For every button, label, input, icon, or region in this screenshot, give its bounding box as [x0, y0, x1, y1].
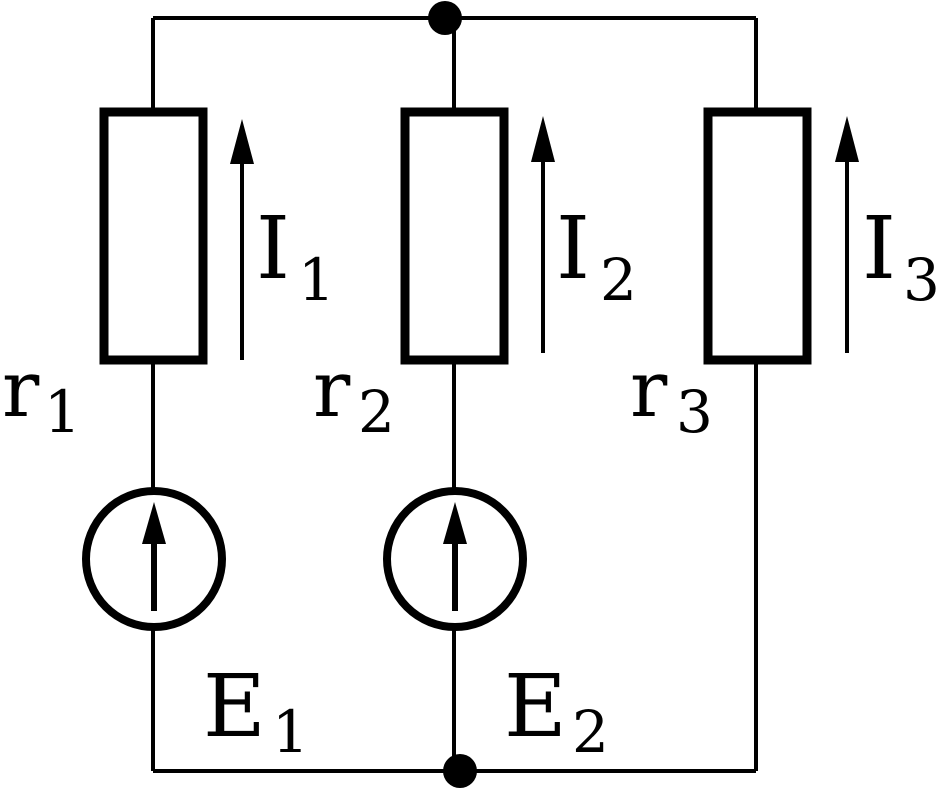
resistor-r1: [99, 107, 208, 365]
label-r3-main: r: [630, 345, 668, 435]
label-r1-main: r: [2, 345, 40, 435]
label-e2: E 2: [504, 657, 609, 766]
label-e2-sub: 2: [572, 698, 609, 766]
label-r2-sub: 2: [358, 378, 395, 446]
label-r1: r 1: [2, 345, 81, 446]
label-e1-main: E: [203, 657, 266, 757]
label-e1-sub: 1: [272, 698, 309, 766]
bottom-node: [443, 754, 477, 788]
label-r3-sub: 3: [676, 378, 713, 446]
label-r1-sub: 1: [44, 378, 81, 446]
label-r2-main: r: [313, 345, 351, 435]
label-i1-main: I: [256, 199, 290, 299]
label-i2: I 2: [556, 199, 637, 314]
label-e1: E 1: [203, 657, 309, 766]
current-i1-arrow-icon: [230, 119, 254, 164]
label-i3: I 3: [862, 199, 940, 314]
resistor-r3: [703, 107, 812, 365]
source-e1-arrow-icon: [142, 502, 166, 544]
current-i2-arrow-icon: [531, 116, 555, 162]
top-node: [428, 1, 462, 35]
label-i2-sub: 2: [600, 246, 637, 314]
label-e2-main: E: [504, 657, 567, 757]
label-i1-sub: 1: [298, 246, 335, 314]
label-i1: I 1: [256, 199, 335, 314]
label-i3-main: I: [862, 199, 896, 299]
current-i3-arrow-icon: [835, 116, 859, 162]
label-i3-sub: 3: [903, 246, 940, 314]
resistor-r2: [400, 107, 509, 365]
label-i2-main: I: [556, 199, 590, 299]
source-e2-arrow-icon: [443, 502, 467, 544]
label-r2: r 2: [313, 345, 395, 446]
label-r3: r 3: [630, 345, 713, 446]
